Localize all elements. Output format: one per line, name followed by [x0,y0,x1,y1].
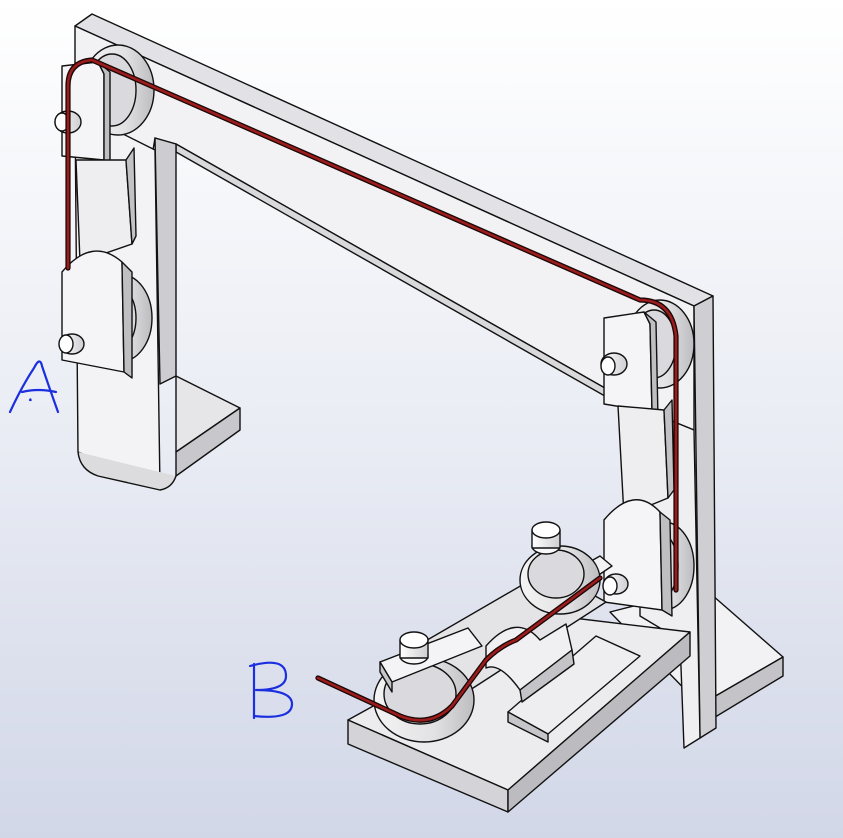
left-link-arm [75,147,137,263]
cam-block [485,623,575,703]
pulley-b[interactable] [373,627,483,743]
left-base-foot [175,375,241,477]
annotation-a: A [8,360,60,414]
annotation-a-text: A [30,398,31,401]
right-link-arm [617,399,675,517]
annotation-b-text: B [270,689,271,691]
pulley-rear-middle[interactable] [519,521,601,615]
pulley-lower-left[interactable] [58,250,153,379]
pulley-upper-left[interactable] [54,44,155,165]
pulley-lower-right[interactable] [602,499,695,617]
cable [65,57,679,723]
annotation-b: B [248,661,294,720]
